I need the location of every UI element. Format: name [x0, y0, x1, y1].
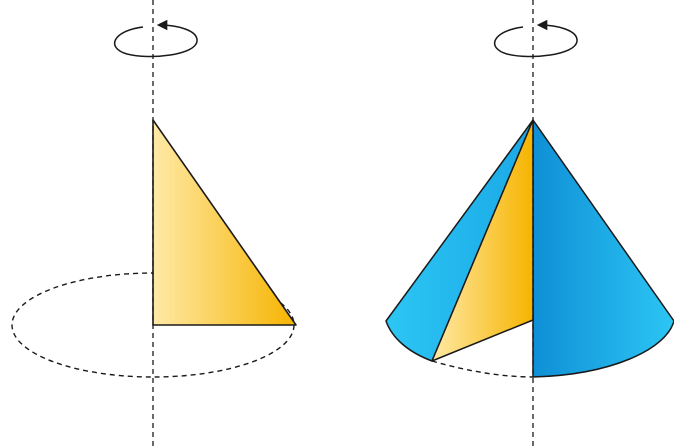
cone-right-face [532, 119, 674, 378]
cone-base-dashed [431, 360, 534, 378]
rotation-arrow-icon [494, 19, 578, 58]
right-triangle [152, 119, 297, 326]
rotation-arrow-icon [114, 19, 198, 58]
left-panel [11, 0, 297, 448]
cone-left-face [385, 119, 534, 362]
right-panel [385, 0, 674, 448]
